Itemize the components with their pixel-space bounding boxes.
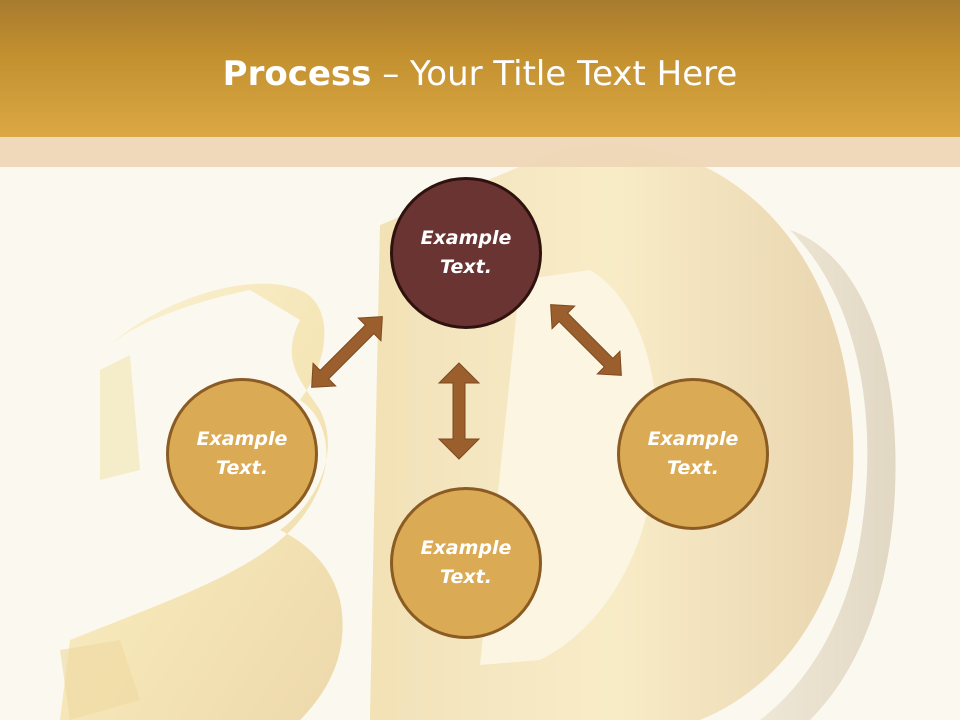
node-top-line2: Text.	[440, 256, 492, 278]
node-left[interactable]: Example Text.	[166, 378, 318, 530]
title-bold-part: Process	[222, 54, 372, 94]
node-right-line1: Example	[647, 428, 739, 450]
node-right[interactable]: Example Text.	[617, 378, 769, 530]
arrow-right-diagonal	[550, 304, 622, 376]
node-top[interactable]: Example Text.	[390, 177, 542, 329]
arrow-vertical	[437, 362, 481, 460]
title-rest: Your Title Text Here	[410, 54, 738, 94]
node-bottom-line2: Text.	[440, 566, 492, 588]
node-bottom[interactable]: Example Text.	[390, 487, 542, 639]
title-bar	[0, 0, 960, 137]
node-bottom-line1: Example	[420, 537, 512, 559]
slide-title: Process – Your Title Text Here	[0, 52, 960, 96]
node-left-line1: Example	[196, 428, 288, 450]
title-underbar	[0, 137, 960, 167]
node-left-line2: Text.	[216, 457, 268, 479]
node-right-line2: Text.	[667, 457, 719, 479]
arrow-left-diagonal	[311, 316, 383, 388]
node-top-line1: Example	[420, 227, 512, 249]
title-separator: –	[371, 54, 411, 94]
